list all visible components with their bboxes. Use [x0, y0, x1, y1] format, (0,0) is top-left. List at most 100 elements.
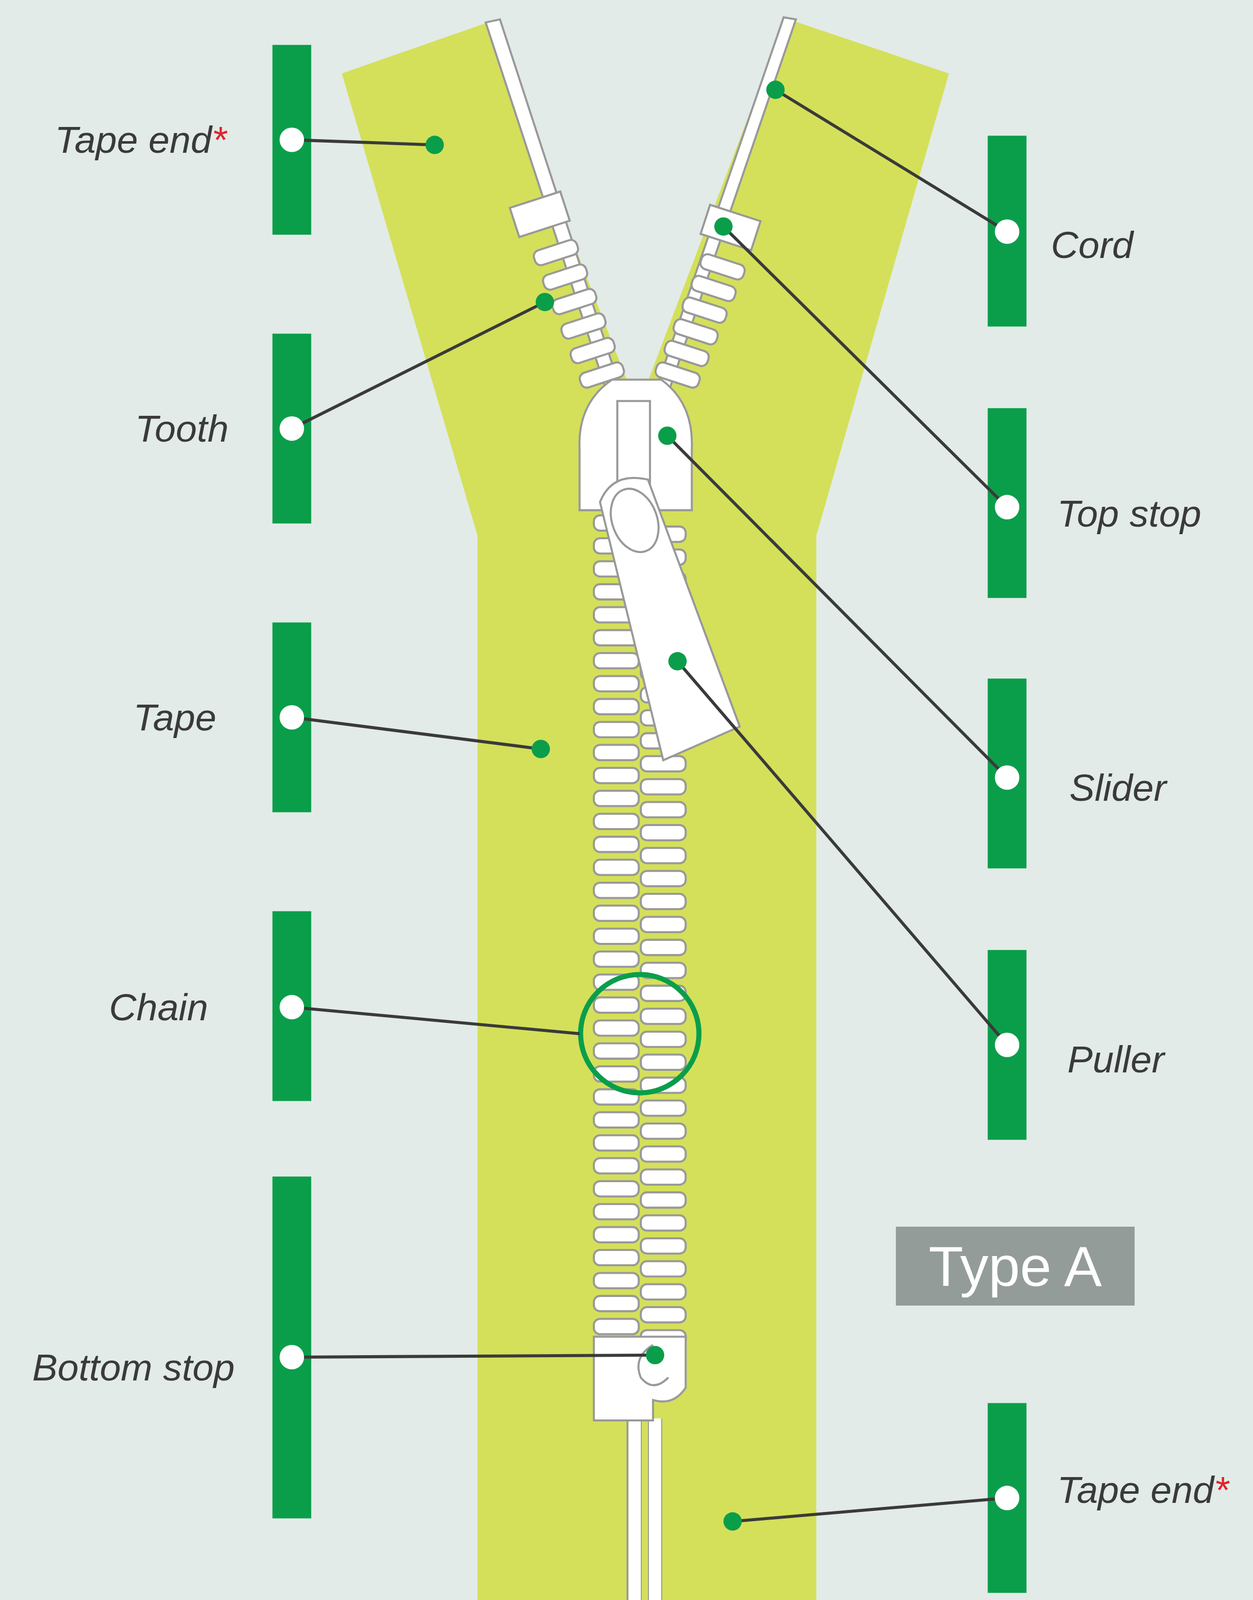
tooth — [699, 252, 747, 281]
label-bar — [987, 408, 1027, 598]
part-label: * — [211, 118, 227, 161]
tooth — [593, 1181, 639, 1197]
leader-line — [667, 435, 1008, 778]
part-label: Chain — [109, 985, 209, 1029]
tooth — [593, 675, 639, 691]
tooth — [680, 295, 729, 325]
tooth — [640, 939, 686, 956]
tooth — [640, 1054, 686, 1070]
tooth — [640, 1100, 686, 1116]
target-dot — [531, 739, 550, 758]
target-dot — [723, 1512, 742, 1531]
label-bar — [987, 949, 1027, 1140]
tooth — [593, 1295, 639, 1312]
part-label: Tape end — [55, 118, 212, 161]
tooth — [593, 813, 639, 830]
tooth — [593, 653, 639, 669]
target-dot — [766, 80, 785, 99]
teeth — [532, 238, 747, 1346]
tooth — [640, 1008, 686, 1024]
tooth — [593, 1020, 639, 1036]
target-dot — [425, 135, 444, 154]
tooth — [593, 1318, 639, 1334]
top-stop — [509, 191, 570, 238]
tooth — [640, 1307, 686, 1323]
bottom-stop — [638, 1345, 669, 1386]
label-dot — [279, 1345, 305, 1370]
tooth — [640, 1238, 686, 1254]
tooth — [593, 951, 639, 967]
tooth — [593, 1158, 639, 1174]
label-dot — [279, 127, 305, 152]
leader-line — [723, 226, 1008, 508]
tooth — [550, 287, 598, 316]
leader-line — [291, 301, 545, 429]
tooth — [640, 1123, 686, 1139]
label-dot — [279, 995, 305, 1020]
part-label: Tooth — [135, 407, 229, 450]
tooth — [640, 1284, 686, 1300]
label-bar — [272, 1176, 312, 1519]
label-group: Cord — [1051, 224, 1134, 267]
tooth — [640, 1031, 686, 1047]
leader-line — [677, 661, 1008, 1045]
target-dot — [714, 217, 733, 236]
tooth — [640, 825, 686, 841]
tooth — [541, 263, 589, 292]
cord — [485, 19, 620, 390]
leader-line — [291, 1007, 580, 1034]
tooth — [593, 928, 639, 944]
tooth — [663, 339, 711, 368]
tooth — [640, 871, 686, 887]
label-bar — [987, 678, 1027, 869]
tape — [341, 18, 949, 1600]
tooth — [532, 238, 580, 267]
tooth — [593, 905, 639, 921]
type-tag: Type A — [895, 1226, 1135, 1306]
tooth — [640, 916, 686, 932]
part-label: Slider — [1069, 766, 1167, 809]
label-bars — [272, 45, 1027, 1593]
tooth — [593, 997, 639, 1013]
label-bar — [272, 622, 312, 813]
tooth — [593, 699, 639, 715]
label-group: Top stop — [1057, 492, 1202, 535]
label-dot — [995, 1032, 1020, 1057]
leader-line — [291, 1355, 656, 1358]
label-group: Chain — [109, 986, 209, 1029]
tooth — [640, 1169, 686, 1185]
top-stop — [700, 204, 761, 251]
tooth — [593, 1043, 639, 1059]
leader-line — [291, 717, 541, 750]
target-dot — [645, 1346, 665, 1365]
label-bar — [987, 135, 1027, 327]
tooth — [640, 847, 686, 863]
leader-line — [775, 90, 1008, 232]
cord — [649, 1418, 662, 1600]
label-group: Tape — [133, 696, 217, 739]
label-group: Puller — [1067, 1038, 1165, 1081]
part-label: Bottom stop — [32, 1346, 235, 1389]
label-group: Slider — [1069, 766, 1167, 809]
label-dot — [279, 416, 305, 441]
label-bar — [272, 911, 312, 1101]
cord — [628, 1418, 641, 1600]
tooth — [593, 745, 639, 761]
tooth — [593, 859, 639, 876]
label-group: Tape end* — [55, 118, 227, 161]
tooth — [569, 336, 617, 365]
leader-lines — [279, 80, 1020, 1531]
tooth — [593, 1112, 639, 1128]
tooth — [593, 882, 639, 898]
tooth — [640, 893, 686, 910]
label-group: Tape end* — [1057, 1468, 1229, 1511]
part-label: Tape — [133, 696, 217, 739]
bottom-stop — [593, 1336, 686, 1421]
part-label: * — [1214, 1468, 1229, 1511]
tooth — [671, 317, 720, 347]
tooth — [559, 311, 608, 340]
label-dot — [995, 765, 1020, 790]
label-dot — [995, 1485, 1020, 1510]
target-dot — [668, 652, 687, 671]
